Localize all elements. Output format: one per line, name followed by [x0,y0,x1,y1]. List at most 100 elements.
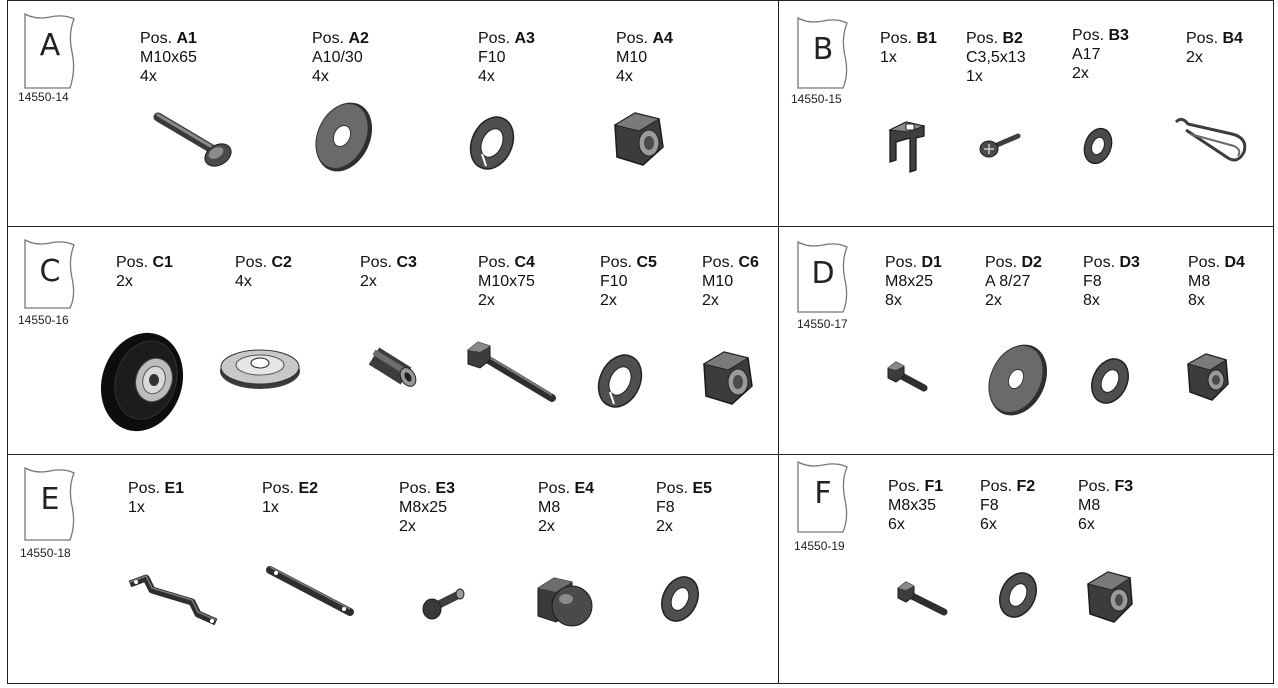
part-spec: M8x25 [399,499,448,516]
part-spec: M8 [538,499,561,516]
part-f1: Pos. F1 M8x35 6x [888,477,943,534]
part-b4: Pos. B4 2x [1186,29,1243,67]
pos-label: Pos. F3 [1078,478,1134,495]
pos-label: Pos. C1 [116,254,173,271]
spring-washer-icon [469,116,515,170]
bag-label-e: E 14550-18 [20,466,78,560]
part-spec: A 8/27 [985,273,1031,290]
part-qty: 8x [885,292,902,309]
bag-letter: E [40,482,60,517]
carriage-bolt-icon [153,112,232,167]
bag-letter: B [812,32,834,67]
part-c2: Pos. C2 4x [235,253,292,291]
part-qty: 1x [262,499,279,516]
part-qty: 2x [116,273,133,290]
part-spec: F8 [980,497,999,514]
cotter-pin-icon [1174,117,1247,162]
part-qty: 4x [616,68,633,85]
washer-icon [1083,127,1113,165]
pos-label: Pos. E2 [262,480,319,497]
cap-nut-icon [537,577,593,627]
pos-label: Pos. A4 [616,30,673,47]
part-e1: Pos. E1 1x [128,479,184,517]
part-d4: Pos. D4 M8 8x [1188,253,1245,310]
part-a4: Pos. A4 M10 4x [616,29,673,86]
bag-label-f: F 14550-19 [794,460,851,553]
bag-tag-icon [797,16,848,89]
part-a3: Pos. A3 F10 4x [478,29,535,86]
part-qty: 2x [360,273,377,290]
bag-code: 14550-18 [20,546,71,560]
part-spec: M8x35 [888,497,937,514]
large-washer-icon [988,344,1048,416]
part-b3: Pos. B3 A17 2x [1072,26,1129,83]
part-d1: Pos. D1 M8x25 8x [885,253,942,310]
part-b1: Pos. B1 1x [880,29,937,67]
pos-label: Pos. C3 [360,254,417,271]
hex-bolt-icon [467,341,556,402]
pos-label: Pos. B4 [1186,30,1243,47]
hex-nut-icon [1186,353,1229,401]
large-washer-icon [315,102,373,172]
pos-label: Pos. A3 [478,30,535,47]
bag-code: 14550-16 [18,313,69,327]
bag-tag-icon [797,240,848,313]
part-c4: Pos. C4 M10x75 2x [478,253,535,310]
row-divider-1 [7,226,1274,227]
part-qty: 4x [235,273,252,290]
part-spec: C3,5x13 [966,49,1026,66]
part-spec: M8x25 [885,273,934,290]
bag-tag-icon [24,12,75,89]
pos-label: Pos. C5 [600,254,657,271]
countersunk-bolt-icon [422,588,465,620]
part-spec: M10 [616,49,648,66]
spring-washer-icon [597,354,643,408]
bag-code: 14550-15 [791,92,842,106]
pos-label: Pos. E3 [399,480,456,497]
part-qty: 1x [128,499,145,516]
pos-label: Pos. D3 [1083,254,1140,271]
part-qty: 2x [1186,49,1203,66]
part-qty: 2x [399,518,416,535]
pos-label: Pos. E5 [656,480,713,497]
part-f2: Pos. F2 F8 6x [980,477,1035,534]
pos-label: Pos. E1 [128,480,185,497]
hex-nut-icon [702,351,753,405]
part-qty: 2x [478,292,495,309]
bag-code: 14550-19 [794,539,845,553]
pos-label: Pos. F2 [980,478,1036,495]
part-spec: M10 [702,273,734,290]
pos-label: Pos. D1 [885,254,942,271]
part-qty: 6x [888,516,905,533]
pos-label: Pos. C4 [478,254,535,271]
pos-label: Pos. D4 [1188,254,1245,271]
bag-label-c: C 14550-16 [18,238,78,327]
pos-label: Pos. D2 [985,254,1042,271]
column-divider [778,0,779,684]
parts-sheet [7,0,1274,684]
part-qty: 2x [656,518,673,535]
row-divider-2 [7,454,1274,455]
part-b2: Pos. B2 C3,5x13 1x [966,29,1026,86]
bag-code: 14550-17 [797,317,848,331]
bag-code: 14550-14 [18,90,69,104]
pos-label: Pos. F1 [888,478,944,495]
screw-icon [979,133,1021,158]
part-a2: Pos. A2 A10/30 4x [312,29,369,86]
bag-letter: D [811,256,835,291]
part-spec: M10x65 [140,49,197,66]
pos-label: Pos. A1 [140,30,197,47]
part-qty: 8x [1083,292,1100,309]
bracket-icon [888,121,926,173]
part-qty: 4x [140,68,157,85]
u-bracket-icon [128,574,218,626]
hex-nut-icon [1086,571,1133,623]
part-qty: 8x [1188,292,1205,309]
part-spec: A10/30 [312,49,363,66]
bag-letter: C [39,254,61,289]
pos-label: Pos. C6 [702,254,759,271]
part-c5: Pos. C5 F10 2x [600,253,657,310]
part-qty: 6x [1078,516,1095,533]
hub-cap-icon [220,349,300,389]
part-c1: Pos. C1 2x [116,253,173,291]
